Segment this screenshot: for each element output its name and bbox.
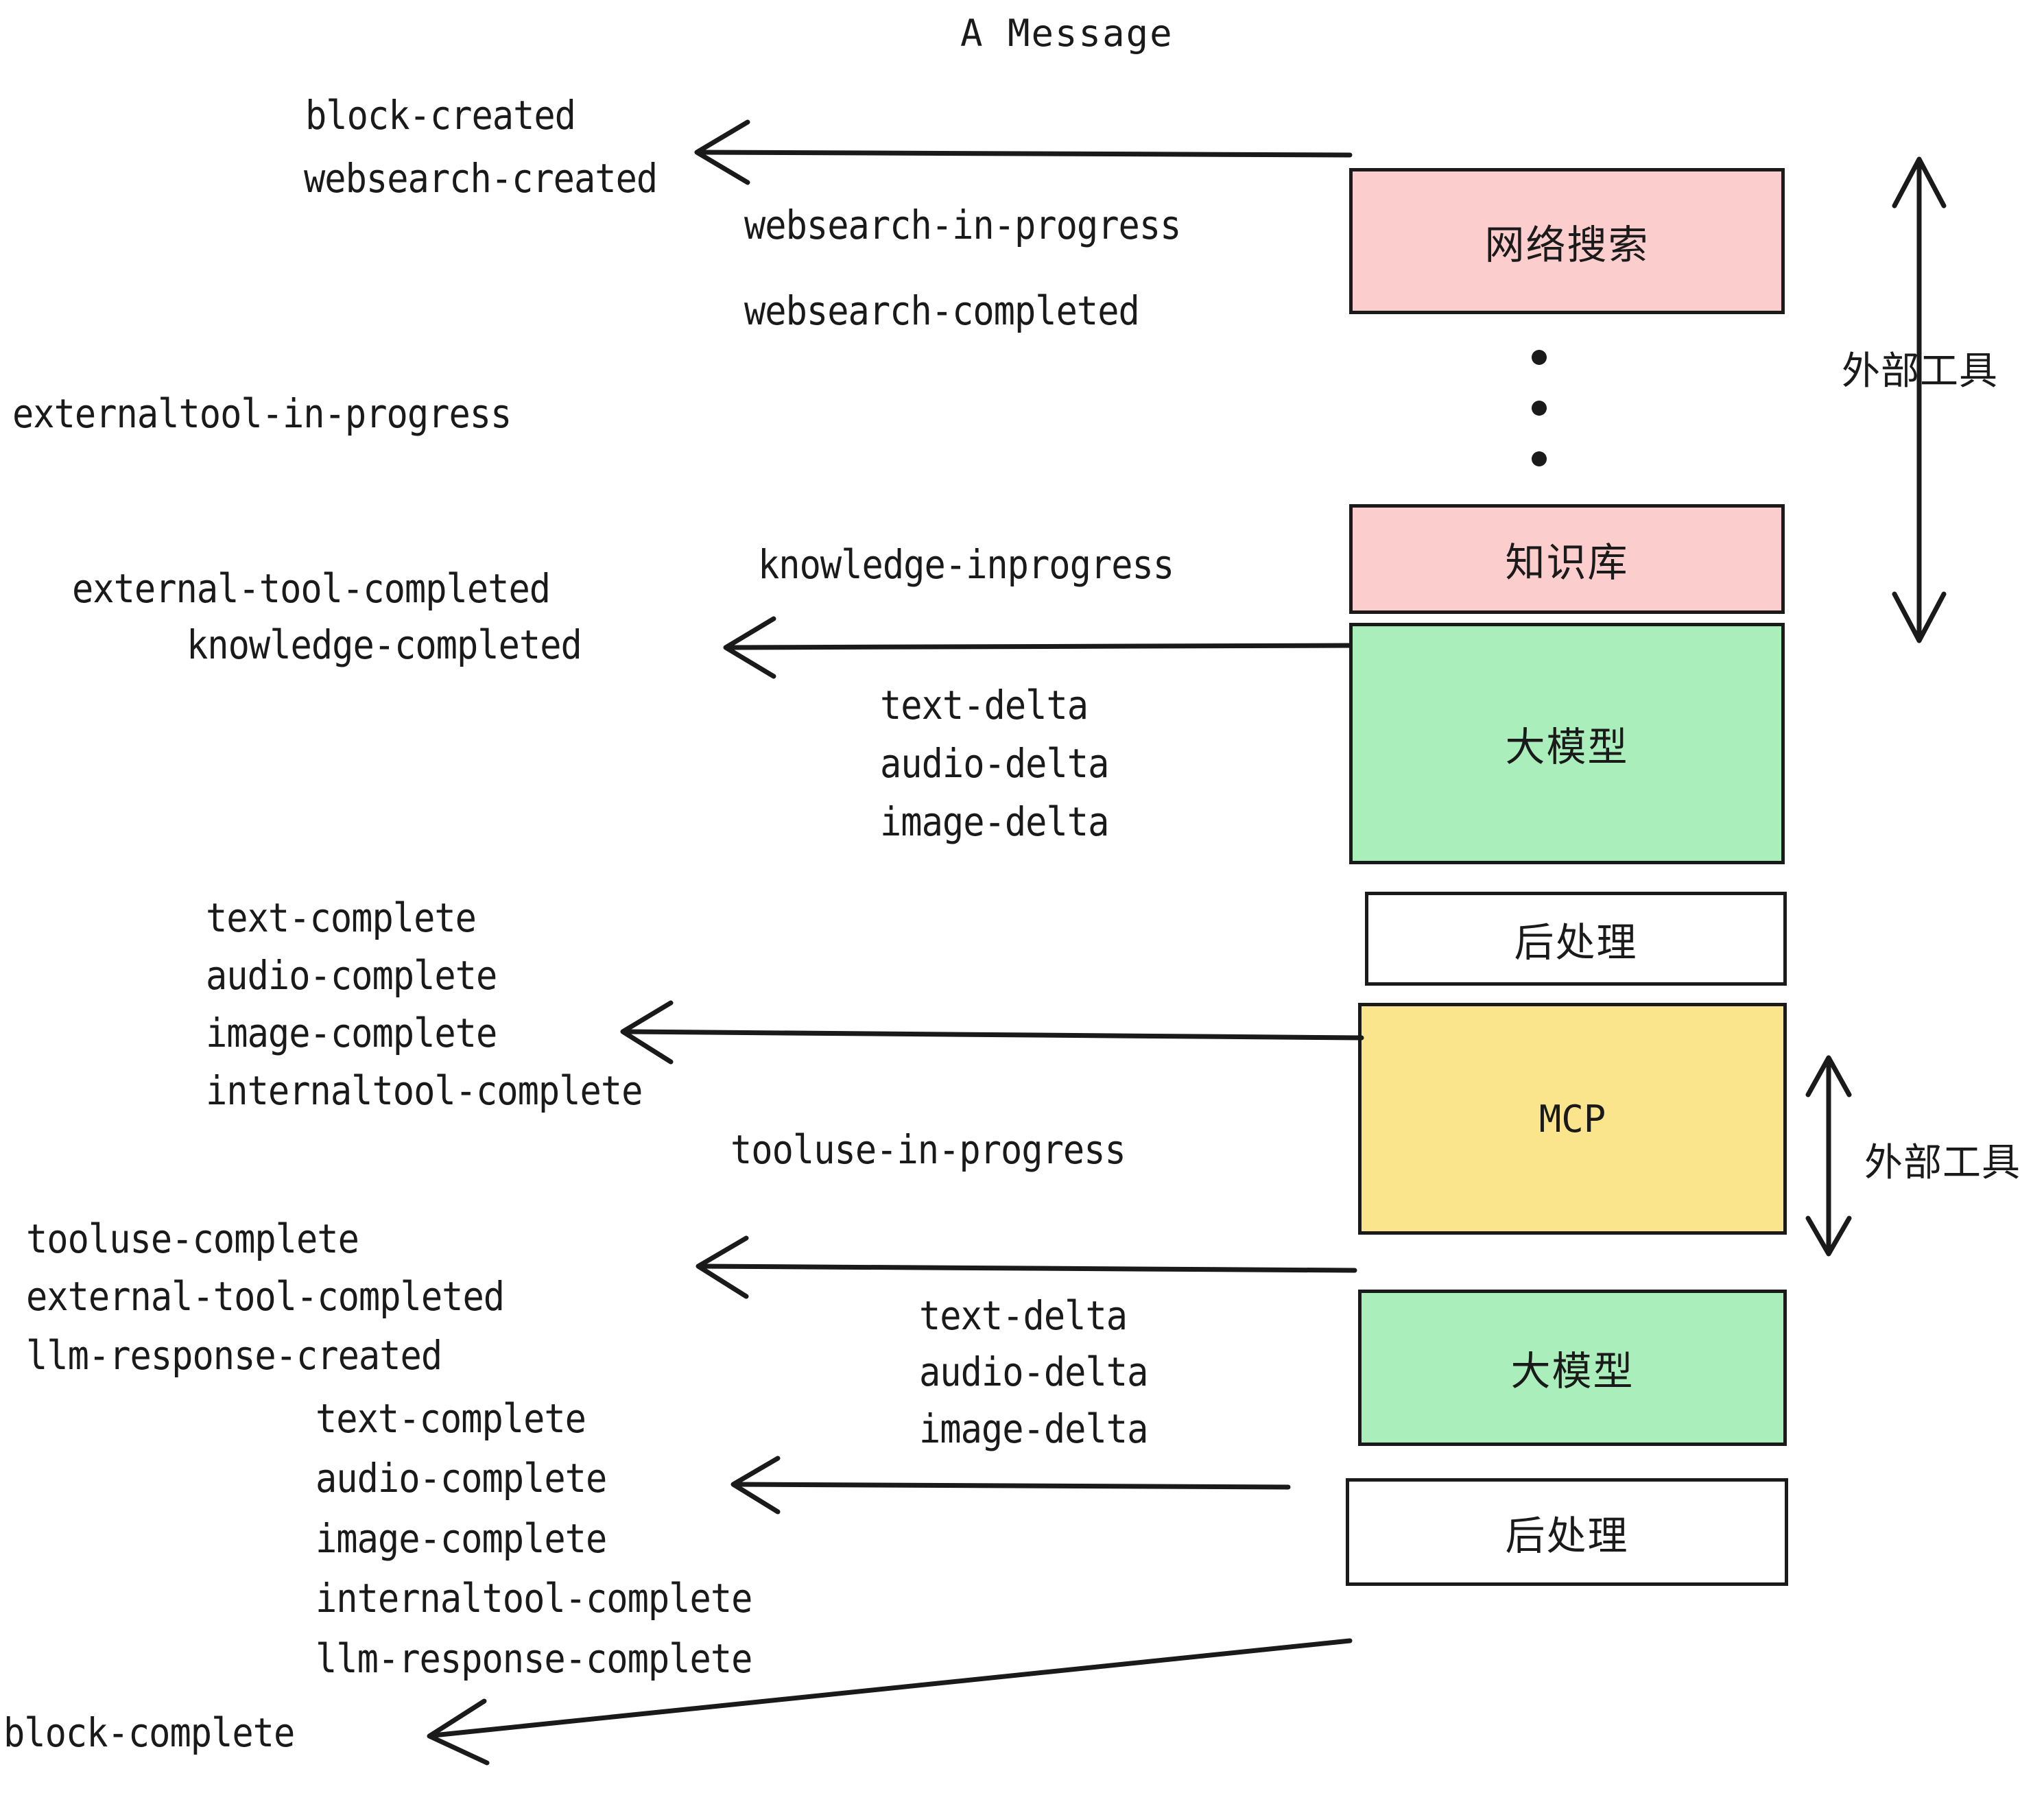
scope-arrow-external-tool-bottom [1805,1055,1852,1257]
side-label-external-tool-top: 外部工具 [1842,349,1998,394]
arrow-websearch-to-created [694,119,1353,185]
arrow-knowledge-to-completed [723,616,1353,679]
event-image-delta-1: image-delta [880,799,1109,846]
node-knowledge-base[interactable]: 知识库 [1349,504,1785,614]
event-knowledge-completed: knowledge-completed [187,622,582,669]
event-websearch-created: websearch-created [304,156,658,202]
event-websearch-in-progress: websearch-in-progress [744,202,1181,249]
event-block-created: block-created [305,93,576,139]
node-mcp[interactable]: MCP [1358,1003,1787,1235]
side-label-external-tool-bottom: 外部工具 [1864,1141,2021,1185]
event-internaltool-complete-2: internaltool-complete [316,1576,752,1622]
event-audio-delta-2: audio-delta [919,1349,1148,1396]
ellipsis-dot [1532,401,1547,416]
ellipsis-dot [1532,451,1547,466]
event-knowledge-inprogress: knowledge-inprogress [758,542,1174,589]
event-internaltool-complete-1: internaltool-complete [206,1068,643,1115]
event-external-tool-completed-2: external-tool-completed [26,1274,505,1320]
event-text-complete-1: text-complete [206,895,477,942]
scope-arrow-external-tool-top [1892,156,1947,643]
node-websearch[interactable]: 网络搜索 [1349,168,1785,314]
event-llm-response-complete: llm-response-complete [316,1636,752,1683]
arrow-postprocess1-to-image-complete [620,1000,1364,1065]
ellipsis-dot [1532,350,1547,365]
event-audio-complete-2: audio-complete [316,1456,607,1502]
event-block-complete: block-complete [3,1710,295,1757]
node-postprocess-2[interactable]: 后处理 [1346,1478,1788,1586]
node-llm-1[interactable]: 大模型 [1349,623,1785,864]
event-image-delta-2: image-delta [919,1406,1148,1453]
page-title: A Message [960,12,1174,55]
event-tooluse-complete: tooluse-complete [26,1216,359,1263]
event-text-delta-2: text-delta [919,1293,1128,1340]
event-text-delta-1: text-delta [880,683,1089,729]
event-image-complete-1: image-complete [206,1010,497,1057]
event-audio-complete-1: audio-complete [206,953,497,999]
arrow-mcp-to-tooluse-complete [696,1235,1357,1299]
event-external-tool-completed-1: external-tool-completed [72,566,551,613]
event-audio-delta-1: audio-delta [880,741,1109,787]
arrow-llm2-to-audio-complete [730,1456,1291,1515]
event-websearch-completed: websearch-completed [744,288,1140,335]
event-image-complete-2: image-complete [316,1516,607,1563]
event-llm-response-created: llm-response-created [26,1333,442,1379]
vertical-ellipsis [1531,350,1547,466]
event-externaltool-in-progress: externaltool-in-progress [12,391,512,438]
node-llm-2[interactable]: 大模型 [1358,1290,1787,1446]
event-text-complete-2: text-complete [316,1396,586,1443]
node-postprocess-1[interactable]: 后处理 [1365,892,1787,986]
event-tooluse-in-progress: tooluse-in-progress [730,1127,1126,1174]
